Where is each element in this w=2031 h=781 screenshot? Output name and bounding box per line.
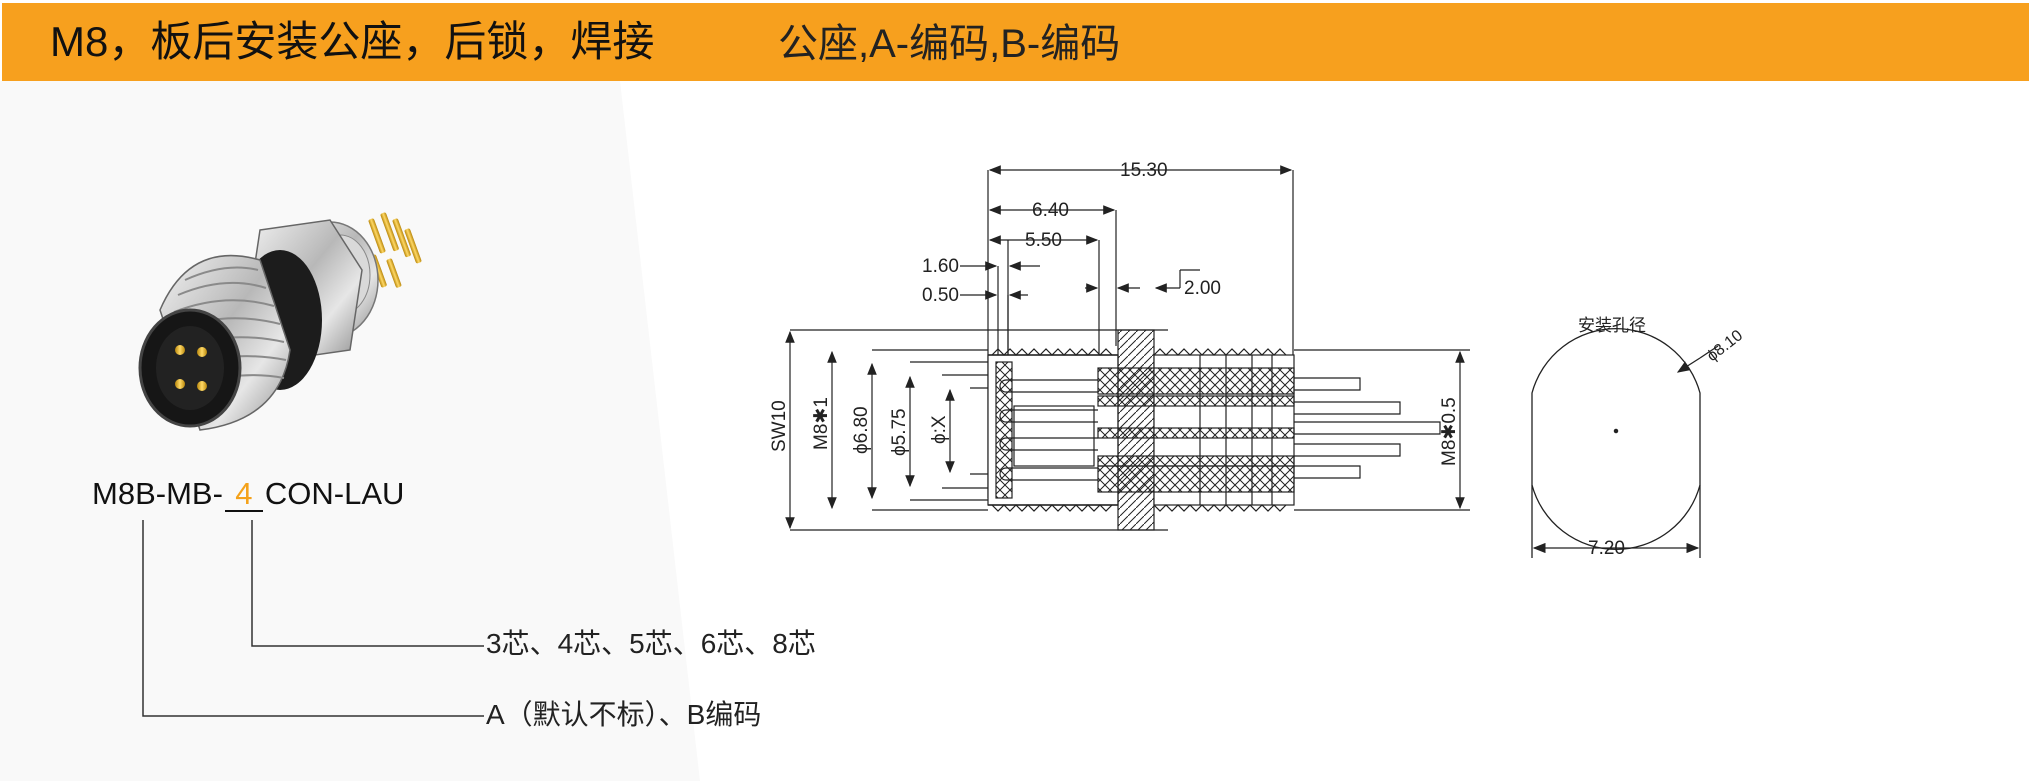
photo-backdrop: [0, 81, 700, 781]
mounting-hole-diameter: ϕ8.10: [1704, 327, 1746, 365]
page-title: M8，板后安装公座，后锁，焊接: [50, 18, 655, 65]
dim-0-50: 0.50: [922, 285, 959, 306]
part-number-suffix: CON-LAU: [264, 476, 405, 511]
coding-options-label: A（默认不标）、B编码: [486, 699, 762, 730]
dim-6-40: 6.40: [1032, 200, 1069, 221]
core-options-label: 3芯、4芯、5芯、6芯、8芯: [486, 628, 816, 659]
dim-2-00: 2.00: [1184, 278, 1221, 299]
dim-1-60: 1.60: [922, 256, 959, 277]
technical-drawing: 15.30 6.40 5.50 1.60 0.50 2.00 SW10 M8✱1…: [769, 160, 1746, 559]
mounting-hole-flat-width: 7.20: [1588, 538, 1625, 559]
header-bar: M8，板后安装公座，后锁，焊接 公座,A-编码,B-编码: [2, 3, 2029, 81]
dim-d5-75: ϕ5.75: [889, 408, 910, 456]
dim-m8x1: M8✱1: [811, 397, 832, 450]
dim-m8x0-5: M8✱0.5: [1439, 397, 1460, 466]
dim-overall-length: 15.30: [1120, 160, 1168, 181]
dim-sw10: SW10: [769, 400, 790, 452]
part-number-variable: 4: [224, 478, 263, 512]
part-number-prefix: M8B-MB-: [92, 476, 223, 511]
coding-subtitle: 公座,A-编码,B-编码: [778, 22, 1121, 66]
connector-photo: [138, 212, 422, 431]
dim-d6-80: ϕ6.80: [851, 406, 872, 454]
mounting-hole-title: 安装孔径: [1578, 316, 1646, 335]
mounting-hole-view: [1531, 328, 1719, 558]
dim-dx: ϕ:X: [929, 415, 950, 444]
connector-section-view: [850, 170, 1441, 531]
solder-pins: [368, 212, 422, 288]
dim-5-50: 5.50: [1025, 230, 1062, 251]
